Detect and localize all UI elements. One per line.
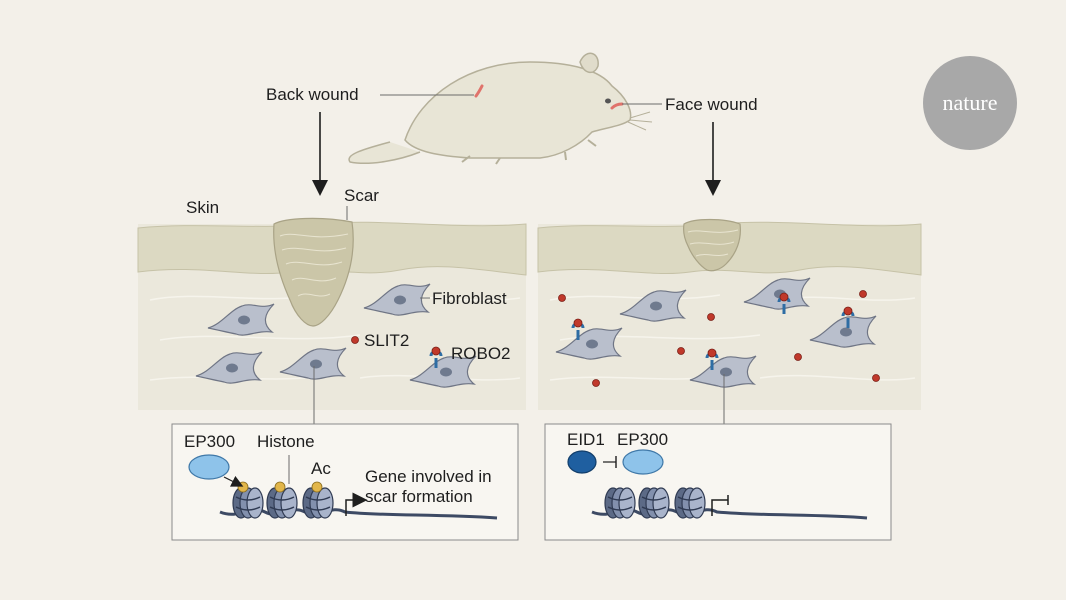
nucleosome xyxy=(232,487,264,519)
blocked-transcription xyxy=(711,499,728,516)
gene-label-line2: scar formation xyxy=(365,487,473,506)
slit2-dot xyxy=(872,374,880,382)
nature-logo: nature xyxy=(923,56,1017,150)
skin-label: Skin xyxy=(186,198,219,217)
back-skin-panel xyxy=(137,217,527,410)
slit2-label: SLIT2 xyxy=(364,331,409,350)
acetyl-group xyxy=(237,481,249,493)
slit2-dot xyxy=(707,313,715,321)
mouse-illustration xyxy=(348,52,653,165)
nucleosome xyxy=(266,487,298,519)
back-wound-mark xyxy=(474,84,484,98)
ep300-protein xyxy=(188,454,230,480)
slit2-dot xyxy=(351,336,359,344)
ep300-label: EP300 xyxy=(184,432,235,451)
scar-label: Scar xyxy=(344,186,379,205)
acetyl-group xyxy=(274,481,286,493)
slit2-dot xyxy=(558,294,566,302)
acetyl-group xyxy=(311,481,323,493)
slit2-dot xyxy=(794,353,802,361)
ep300-protein xyxy=(622,449,664,475)
ac-label: Ac xyxy=(311,459,331,478)
transcription-arrow xyxy=(345,492,368,516)
face-wound-mark xyxy=(610,102,624,110)
nucleosome xyxy=(604,487,636,519)
histone-label: Histone xyxy=(257,432,315,451)
fibroblast-label: Fibroblast xyxy=(432,289,507,308)
back-scar xyxy=(273,217,354,327)
gene-label-line1: Gene involved in xyxy=(365,467,492,486)
slit2-dot xyxy=(677,347,685,355)
robo2-label: ROBO2 xyxy=(451,344,511,363)
face-wound-label: Face wound xyxy=(665,95,758,114)
nucleosome xyxy=(638,487,670,519)
ep300-label-face: EP300 xyxy=(617,430,668,449)
eid1-label: EID1 xyxy=(567,430,605,449)
face-inset-box xyxy=(544,423,892,541)
back-inset-box xyxy=(171,423,519,541)
nucleosome xyxy=(674,487,706,519)
nucleosome xyxy=(302,487,334,519)
slit2-dot xyxy=(592,379,600,387)
eid1-protein xyxy=(567,450,597,474)
svg-text:nature: nature xyxy=(943,90,998,115)
back-wound-label: Back wound xyxy=(266,85,359,104)
slit2-dot xyxy=(859,290,867,298)
